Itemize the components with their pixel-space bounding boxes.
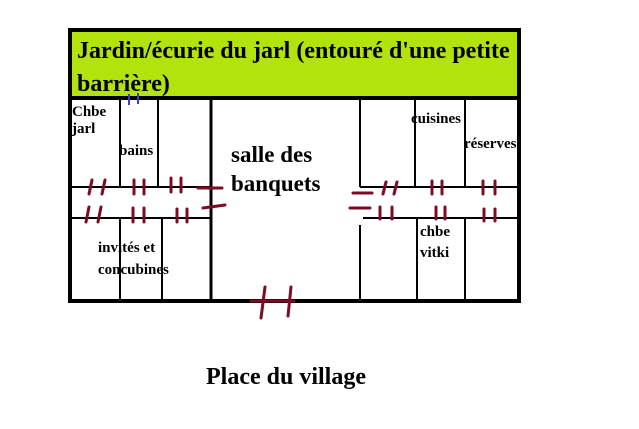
garden-area bbox=[68, 28, 521, 100]
doors bbox=[84, 176, 497, 320]
banquet-opening bbox=[357, 216, 363, 225]
jarl-bedroom-label: Chbe jarl bbox=[72, 104, 106, 139]
guests-line1: invités et bbox=[98, 240, 156, 256]
vitki-bedroom-label: chbe vitki bbox=[420, 222, 450, 264]
banquet-hall-line2: banquets bbox=[231, 171, 321, 196]
storage-label: réserves bbox=[464, 136, 517, 152]
garden-door bbox=[128, 93, 139, 105]
guests-line2: concubines bbox=[98, 262, 169, 278]
village-square-label: Place du village bbox=[206, 364, 366, 390]
vitki-bedroom-line2: vitki bbox=[420, 245, 450, 261]
longhouse-outline bbox=[68, 96, 521, 303]
vitki-bedroom-line1: chbe bbox=[420, 224, 450, 240]
garden-label: Jardin/écurie du jarl (entouré d'une pet… bbox=[77, 38, 510, 97]
baths-label: bains bbox=[119, 143, 154, 159]
kitchens-label: cuisines bbox=[411, 111, 462, 127]
banquet-hall-line1: salle des bbox=[231, 142, 313, 167]
guests-label: invités et concubines bbox=[98, 237, 169, 281]
jarl-bedroom-line2: jarl bbox=[72, 121, 96, 138]
banquet-hall-label: salle des banquets bbox=[231, 140, 320, 198]
jarl-bedroom-line1: Chbe bbox=[72, 104, 107, 120]
